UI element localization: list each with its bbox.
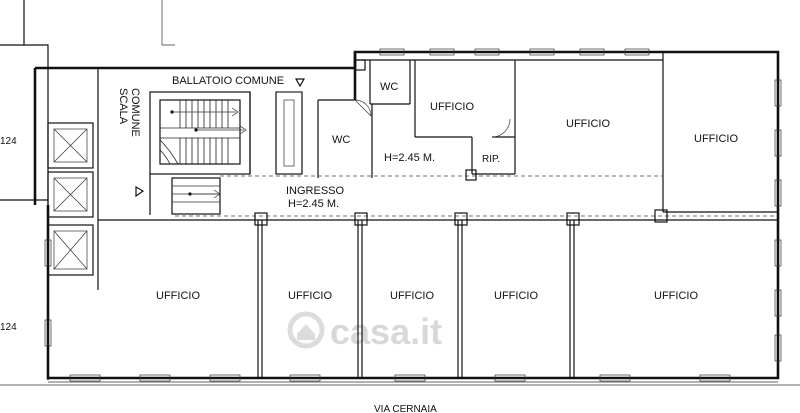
- label-scala-1: SCALA: [117, 88, 129, 125]
- upper-partitions: [175, 52, 778, 217]
- label-height-2: H=2.45 M.: [288, 198, 339, 210]
- label-ufficio-b2: UFFICIO: [288, 290, 332, 302]
- label-number-top: 124: [0, 136, 17, 147]
- label-ufficio-top-right: UFFICIO: [694, 133, 738, 145]
- label-rip: RIP.: [482, 154, 500, 165]
- label-ballatoio: BALLATOIO COMUNE: [172, 75, 284, 87]
- label-number-bottom: 124: [0, 322, 17, 333]
- entrance-steps: [171, 177, 221, 215]
- watermark: casa.it: [287, 311, 442, 352]
- label-ufficio-b1: UFFICIO: [156, 290, 200, 302]
- windows: [44, 48, 782, 382]
- label-ufficio-b4: UFFICIO: [494, 290, 538, 302]
- lower-partitions: [98, 219, 778, 378]
- lift-shafts: [47, 68, 99, 290]
- pillars: [254, 59, 668, 226]
- direction-markers: [135, 78, 306, 198]
- label-ufficio-b3: UFFICIO: [390, 290, 434, 302]
- room-labels: BALLATOIO COMUNE SCALA COMUNE WC WC UFFI…: [0, 75, 738, 413]
- label-scala-2: COMUNE: [129, 88, 141, 137]
- label-wc-left: WC: [332, 134, 350, 146]
- label-ufficio-top-mid: UFFICIO: [566, 118, 610, 130]
- label-height-1: H=2.45 M.: [384, 152, 435, 164]
- watermark-text: casa.it: [330, 311, 442, 352]
- label-street: VIA CERNAIA: [374, 404, 437, 413]
- neighbour-outline: [0, 0, 175, 380]
- label-wc-top: WC: [380, 81, 398, 93]
- common-staircase: [149, 91, 251, 215]
- label-ingresso: INGRESSO: [286, 185, 345, 197]
- label-ufficio-b5: UFFICIO: [654, 290, 698, 302]
- label-ufficio-top-small: UFFICIO: [430, 101, 474, 113]
